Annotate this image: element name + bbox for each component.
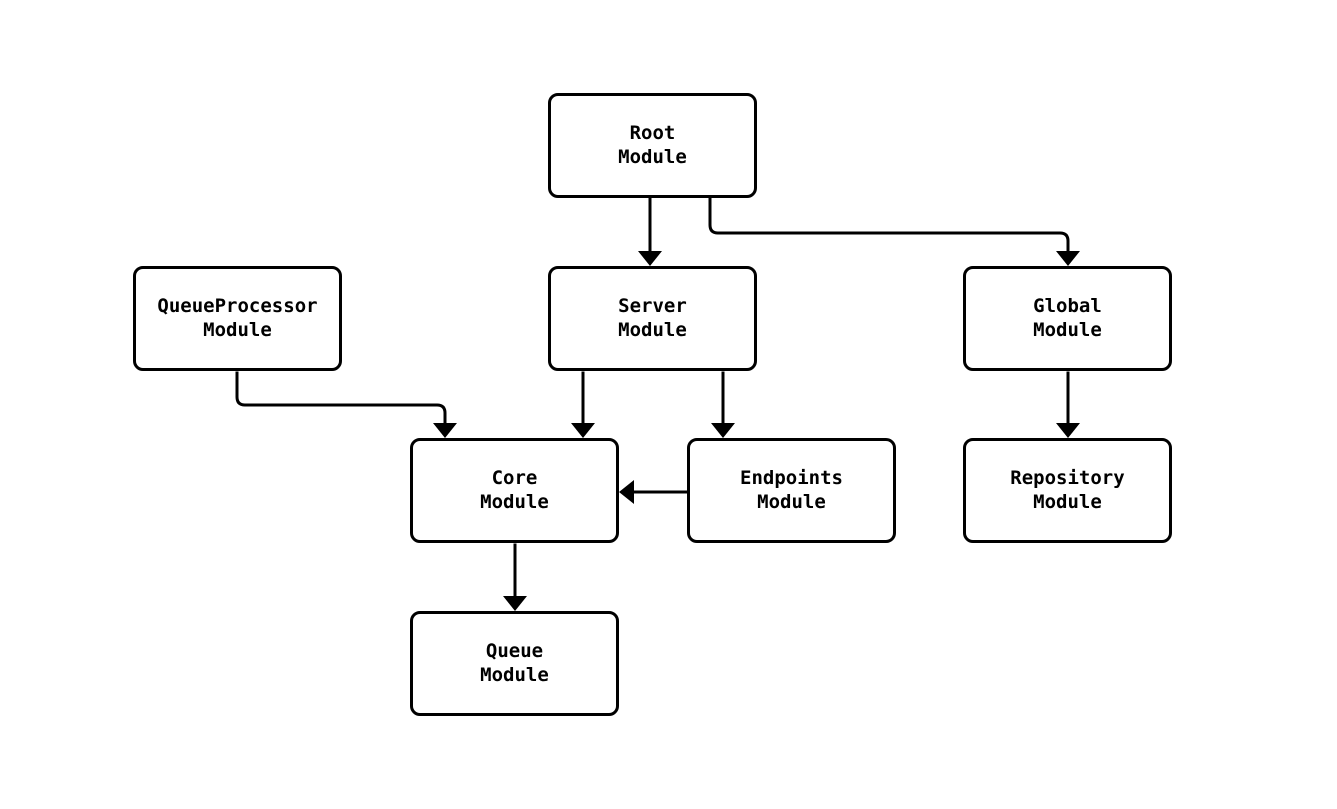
arrowhead-root-global [1056,251,1080,266]
arrowhead-server-core [571,423,595,438]
node-queue-module: Queue Module [410,611,619,716]
node-root-module: Root Module [548,93,757,198]
arrowhead-global-repository [1056,423,1080,438]
arrowhead-endpoints-core [619,480,634,504]
node-global-module: Global Module [963,266,1172,371]
arrowhead-core-queue [503,596,527,611]
node-server-module: Server Module [548,266,757,371]
node-core-module: Core Module [410,438,619,543]
arrowhead-root-server [638,251,662,266]
node-queueprocessor-module: QueueProcessor Module [133,266,342,371]
node-repository-module: Repository Module [963,438,1172,543]
arrowhead-queueprocessor-core [433,423,457,438]
node-endpoints-module: Endpoints Module [687,438,896,543]
arrowhead-server-endpoints [711,423,735,438]
edge-root-global [708,196,1070,254]
edge-queueprocessor-core [235,371,447,426]
